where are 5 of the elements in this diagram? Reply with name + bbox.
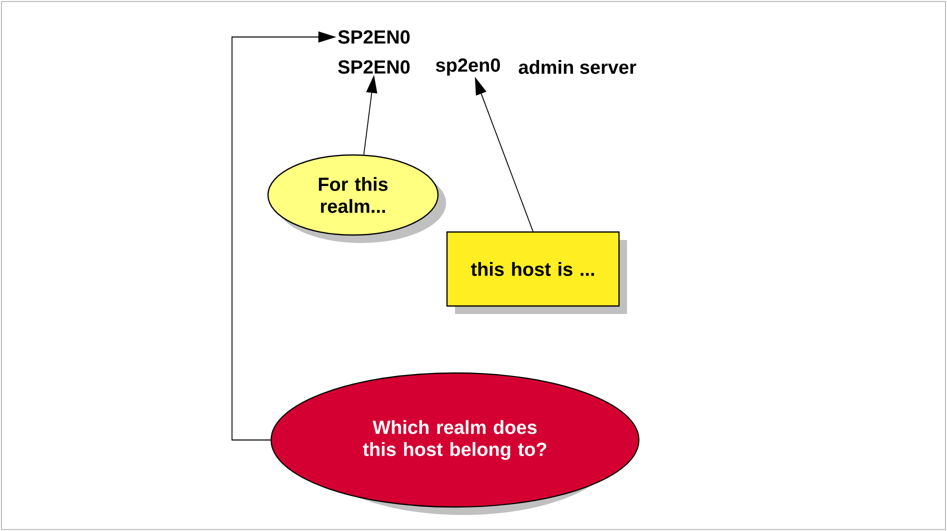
host-name: sp2en0	[436, 58, 500, 76]
realm-name: SP2EN0	[338, 60, 410, 74]
realm-name: SP2EN0	[338, 30, 410, 44]
admin-label: admin server	[518, 60, 636, 74]
callout-box: this host is ...	[446, 231, 627, 314]
